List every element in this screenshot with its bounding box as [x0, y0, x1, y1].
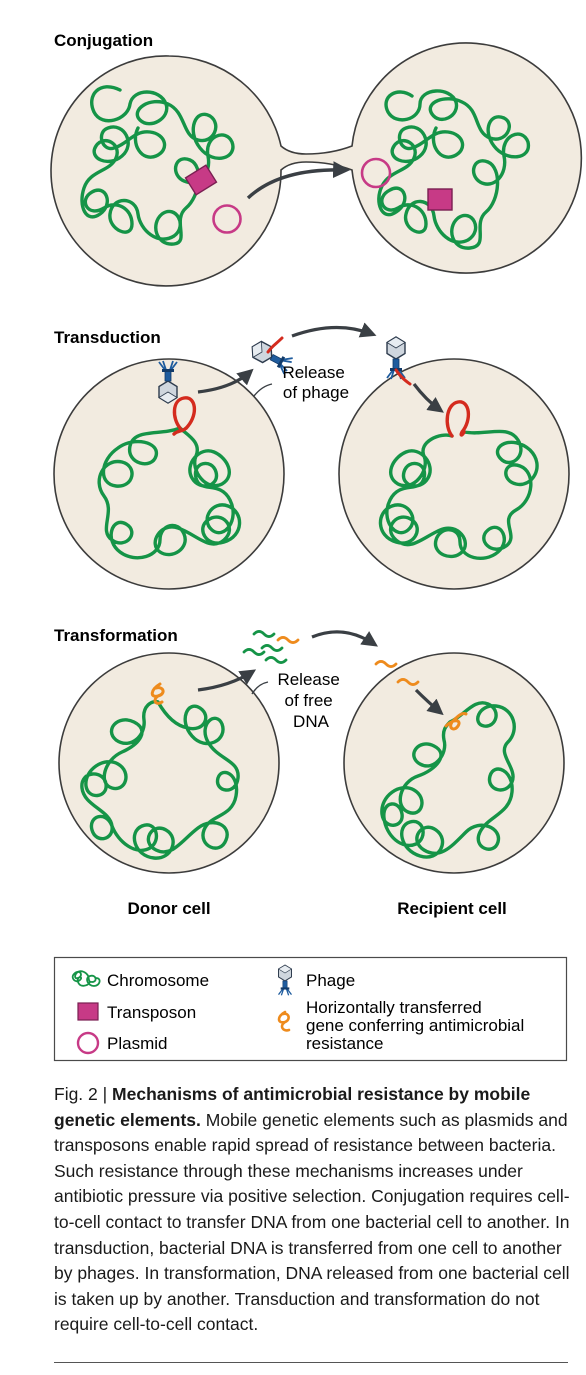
conjugation-panel [50, 42, 583, 287]
section-title-conjugation: Conjugation [54, 31, 153, 50]
chromosome-recipient-transduction [378, 429, 539, 561]
inject-arrow-icon [412, 383, 444, 413]
transferred-dna-fragment [374, 660, 398, 668]
chromosome-icon [71, 970, 101, 987]
phage-dna-released [266, 336, 284, 354]
legend-box [53, 956, 568, 1062]
release-arrow-icon [197, 669, 257, 692]
caption-title: Mechanisms of antimicrobial resistance b… [54, 1084, 531, 1130]
release-arrow-icon [197, 368, 254, 394]
release-phage-label: Release of phage [282, 363, 349, 402]
conjugating-cells-outline [50, 42, 583, 287]
legend-transposon-label: Transposon [107, 1003, 196, 1022]
transposon-right [427, 188, 453, 211]
donor-cell-transformation [58, 652, 280, 874]
legend-plasmid-label: Plasmid [107, 1034, 167, 1053]
chromosome-donor-transduction [97, 426, 242, 560]
resistance-gene-recipient [444, 712, 468, 731]
legend: Chromosome Transposon Plasmid Phage Hori… [53, 956, 568, 1062]
chromosome-recipient-transformation [380, 701, 516, 859]
figure-caption: Fig. 2 | Mechanisms of antimicrobial res… [54, 1082, 574, 1338]
caption-text: Mobile genetic elements such as plasmids… [54, 1109, 570, 1335]
resistance-gene-donor [150, 682, 165, 705]
caption-rule [54, 1362, 568, 1363]
donor-cell-label: Donor cell [127, 899, 210, 918]
transduction-panel: Release of phage [53, 322, 570, 590]
travel-arrow-icon [311, 630, 378, 647]
plasmid-left [212, 204, 242, 234]
resistance-gene-icon [277, 1010, 291, 1032]
transformation-panel: Release of free DNA [58, 630, 565, 874]
section-title-transformation: Transformation [54, 626, 178, 645]
recipient-cell-transformation [343, 652, 565, 874]
chromosome-left [80, 85, 235, 246]
plasmid-right [360, 157, 392, 189]
figure-number: Fig. 2 | [54, 1084, 113, 1104]
legend-phage-label: Phage [306, 971, 355, 990]
legend-chromosome-label: Chromosome [107, 971, 209, 990]
incoming-dna-fragment [396, 678, 420, 686]
plasmid-icon [76, 1031, 100, 1055]
phage-dna-loop-donor [172, 396, 196, 436]
free-dna-fragments [242, 630, 300, 664]
release-dna-label: Release of free DNA [277, 670, 344, 731]
recipient-cell-label: Recipient cell [397, 899, 507, 918]
chromosome-donor-transformation [80, 699, 240, 860]
uptake-arrow-icon [414, 688, 444, 716]
label-bracket-icon [253, 383, 273, 397]
phage-dna-injected [394, 368, 412, 386]
transfer-arrow-icon [246, 161, 351, 200]
chromosome-right [377, 89, 530, 250]
phage-dna-loop-recipient [445, 400, 470, 438]
transposon-left [184, 164, 218, 196]
transposon-icon [77, 1002, 99, 1021]
label-bracket-icon [251, 681, 269, 695]
legend-resistance-gene-label: Horizontally transferred gene conferring… [306, 998, 529, 1053]
travel-arrow-icon [291, 322, 377, 338]
section-title-transduction: Transduction [54, 328, 161, 347]
